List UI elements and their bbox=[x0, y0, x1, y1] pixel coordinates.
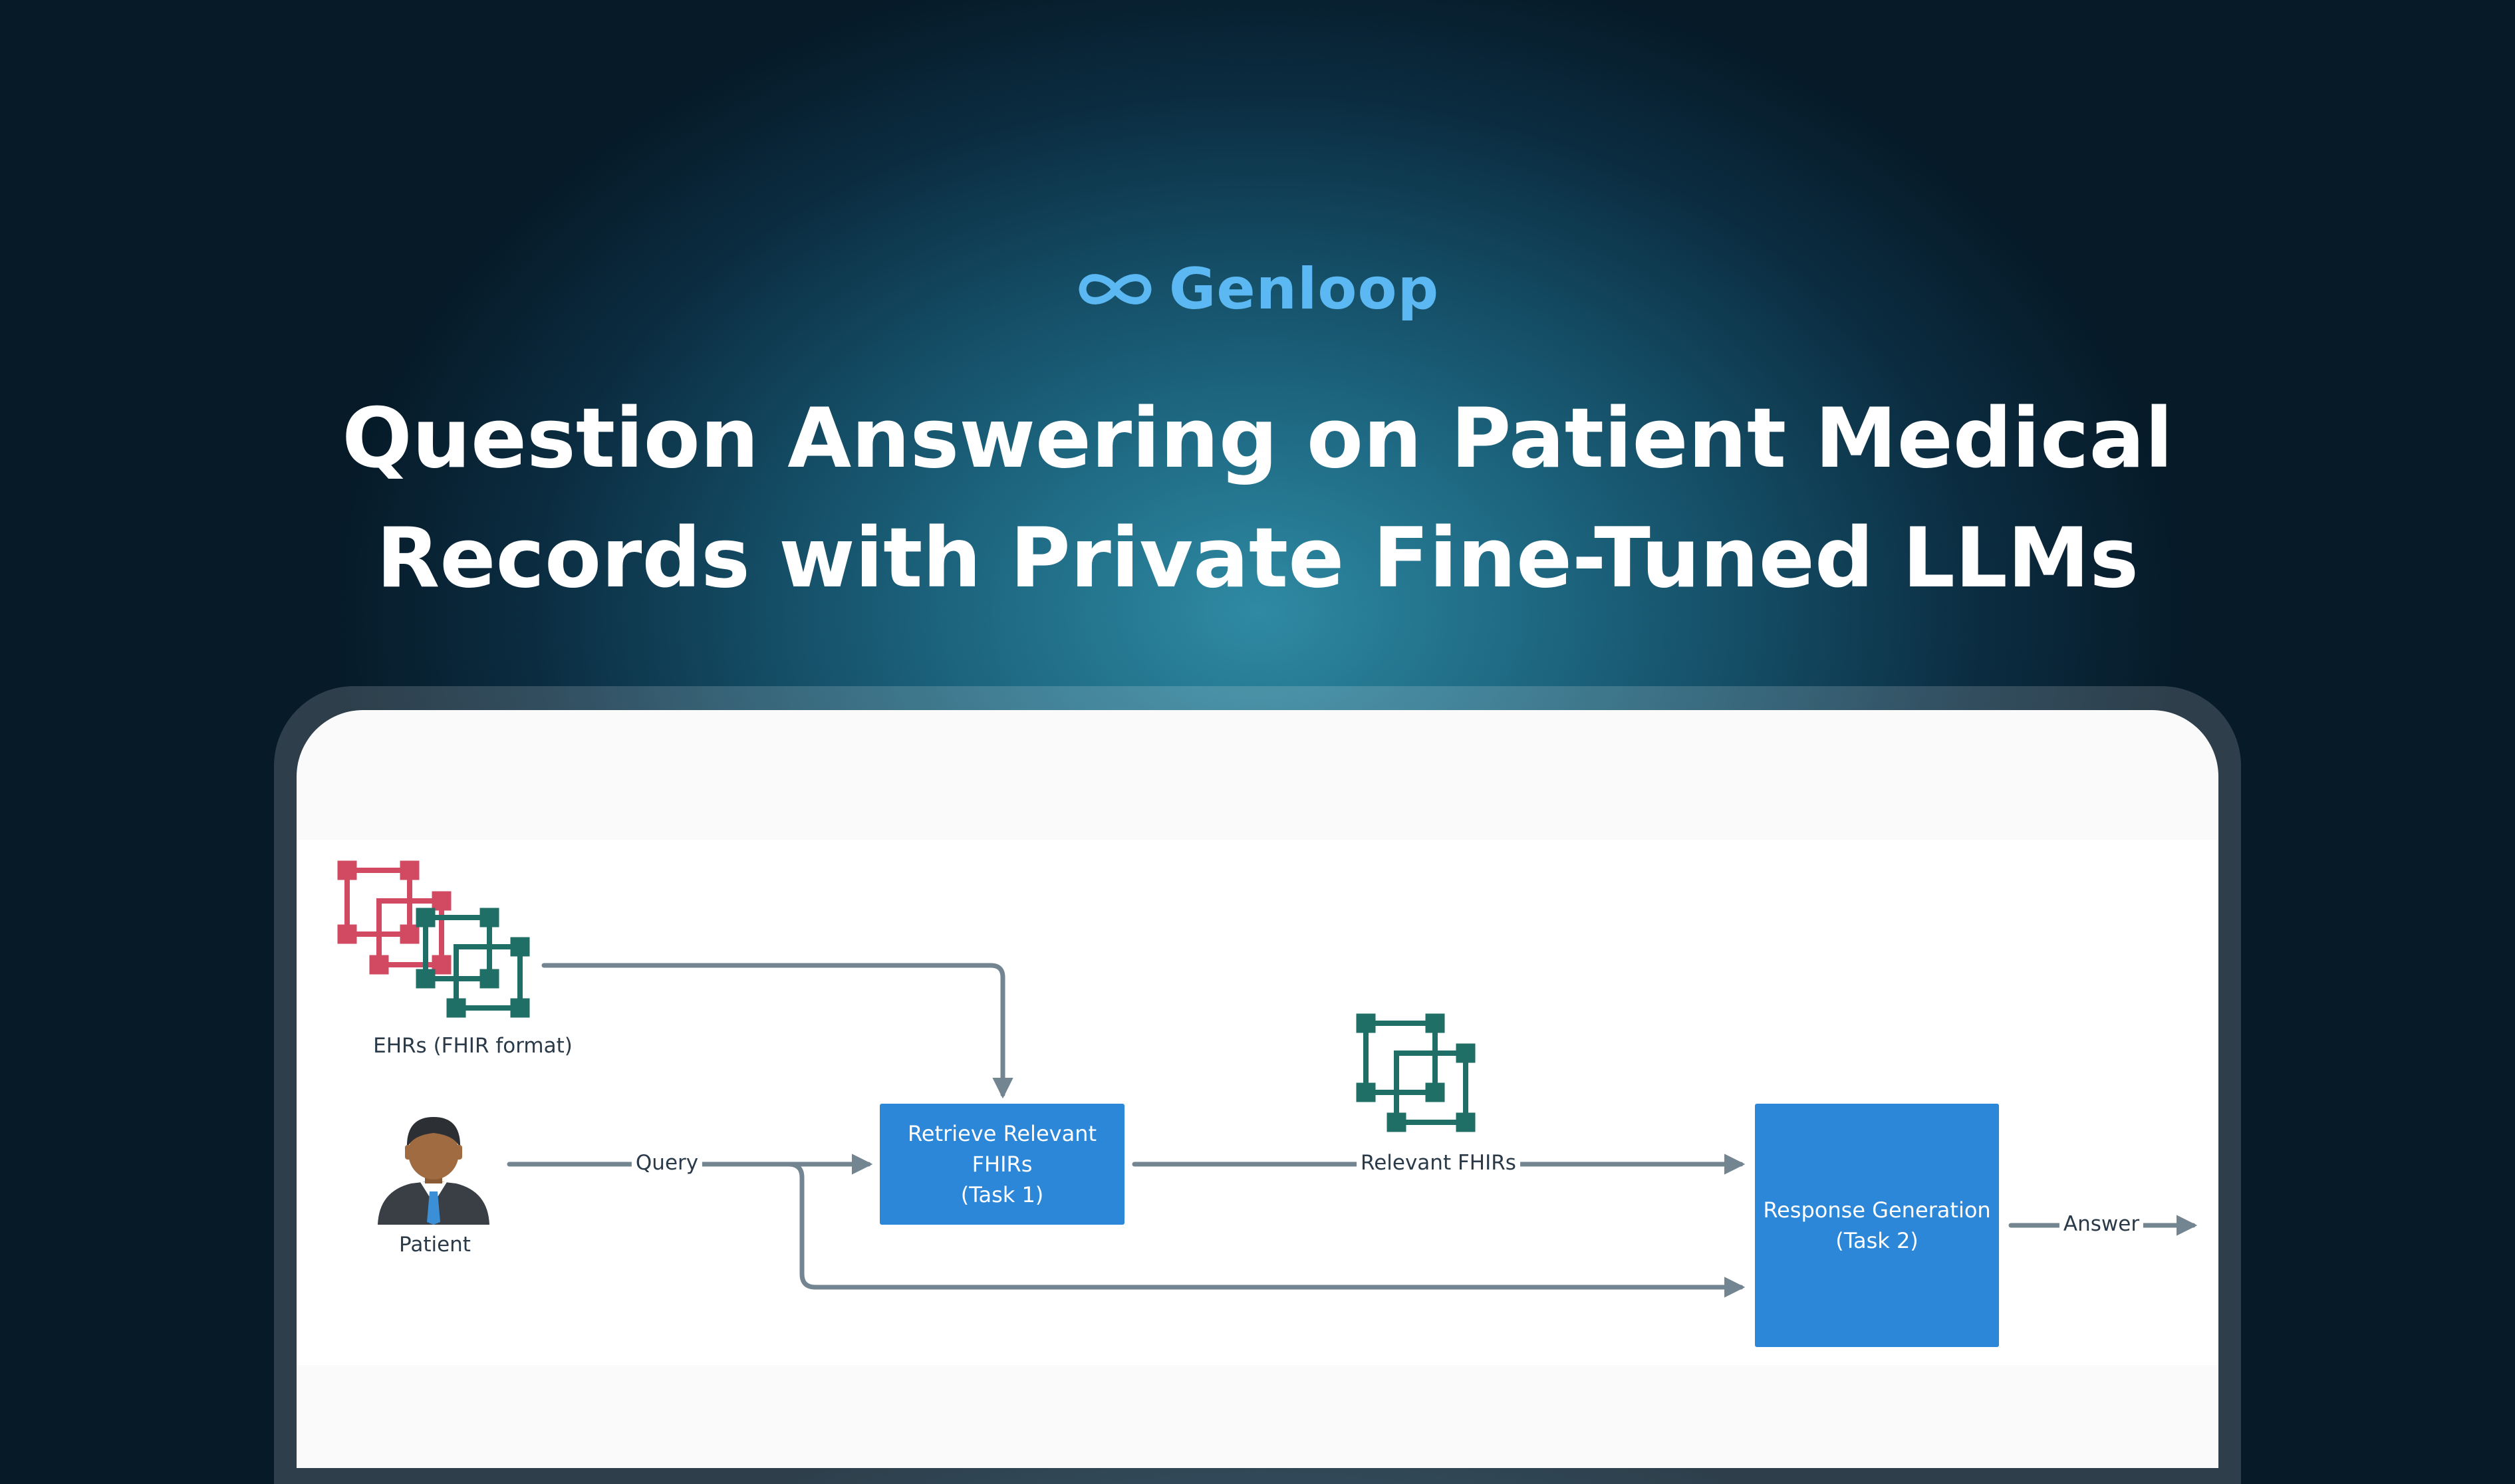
title-line-2: Records with Private Fine-Tuned LLMs bbox=[376, 511, 2139, 606]
retrieve-line-1: Retrieve Relevant bbox=[908, 1121, 1097, 1146]
retrieve-box bbox=[880, 1104, 1125, 1225]
retrieve-box-text: Retrieve Relevant FHIRs (Task 1) bbox=[880, 1104, 1125, 1225]
query-label: Query bbox=[631, 1151, 703, 1175]
response-box-text: Response Generation (Task 2) bbox=[1755, 1104, 1999, 1347]
relevant-fhir-icon bbox=[1356, 1013, 1476, 1132]
relevant-fhirs-label: Relevant FHIRs bbox=[1357, 1151, 1520, 1175]
brand: Genloop bbox=[0, 256, 2515, 322]
response-line-1: Response Generation bbox=[1763, 1197, 1991, 1223]
response-box bbox=[1755, 1104, 1999, 1347]
infinity-loop-icon bbox=[1079, 274, 1152, 305]
ehr-red-structure-icon bbox=[337, 860, 452, 975]
flow-diagram bbox=[337, 860, 2198, 1347]
connector-arrows bbox=[507, 963, 2198, 1298]
fhir-teal-structure-icon bbox=[416, 908, 530, 1018]
patient-label: Patient bbox=[395, 1233, 475, 1257]
answer-label: Answer bbox=[2059, 1212, 2144, 1236]
diagram-card: EHRs (FHIR format) Patient Query Relevan… bbox=[297, 710, 2218, 1468]
retrieve-line-2: FHIRs bbox=[972, 1152, 1033, 1177]
ehr-to-retrieve-arrow bbox=[541, 963, 1013, 1099]
retrieve-line-3: (Task 1) bbox=[960, 1182, 1044, 1207]
patient-icon bbox=[378, 1117, 489, 1225]
title-line-1: Question Answering on Patient Medical bbox=[342, 391, 2173, 487]
ehr-label: EHRs (FHIR format) bbox=[369, 1034, 577, 1058]
brand-name: Genloop bbox=[1168, 256, 1440, 322]
query-to-response-arrow bbox=[786, 1162, 1746, 1298]
page-title: Question Answering on Patient Medical Re… bbox=[0, 379, 2515, 618]
response-line-2: (Task 2) bbox=[1835, 1228, 1919, 1253]
